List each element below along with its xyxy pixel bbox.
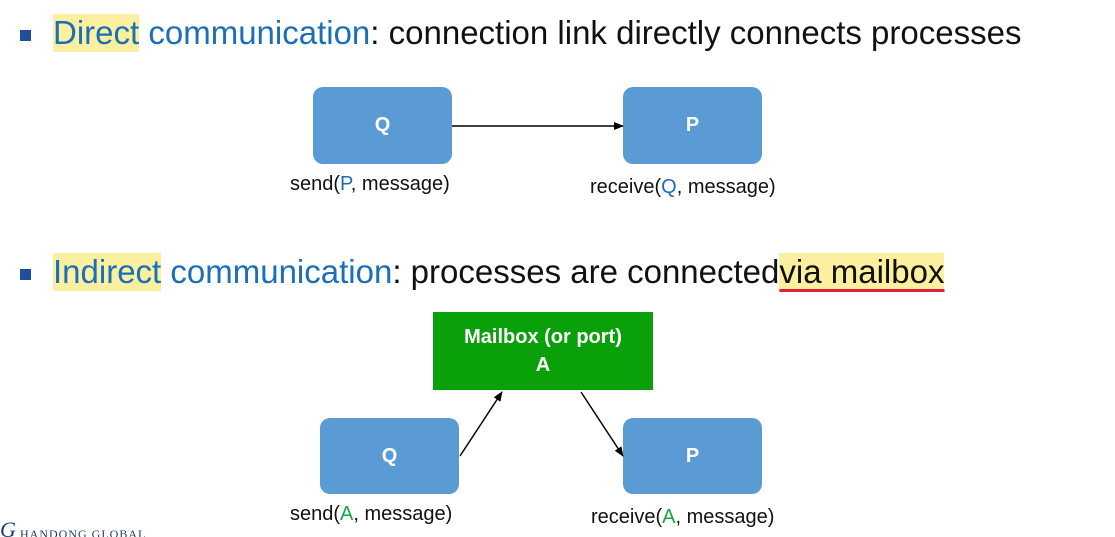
indirect-description: : processes are connected bbox=[392, 253, 780, 290]
process-label: Q bbox=[381, 444, 398, 467]
logo-mark: G bbox=[0, 517, 16, 537]
handong-global-logo: G HANDONG GLOBAL bbox=[0, 517, 150, 537]
via-mailbox-emphasis: via mailbox bbox=[779, 253, 945, 291]
call-rest: , message) bbox=[353, 503, 453, 525]
call-rest: , message) bbox=[350, 173, 450, 195]
mailbox-to-receiver-arrow bbox=[580, 391, 624, 457]
call-function: send( bbox=[290, 173, 341, 195]
mailbox-title: Mailbox (or port) bbox=[464, 326, 622, 348]
direct-description: : connection link directly connects proc… bbox=[370, 14, 1022, 51]
call-function: receive( bbox=[591, 506, 663, 528]
direct-communication-term: communication bbox=[148, 14, 371, 51]
call-rest: , message) bbox=[675, 506, 775, 528]
call-argument: Q bbox=[661, 176, 677, 198]
direct-communication-bullet: Direct communication: connection link di… bbox=[20, 14, 1021, 52]
indirect-process-p: P bbox=[623, 418, 762, 494]
call-argument: A bbox=[340, 503, 354, 525]
square-bullet-icon bbox=[20, 268, 31, 280]
direct-process-p: P bbox=[623, 87, 762, 164]
send-to-mailbox-arrow bbox=[459, 391, 503, 457]
call-argument: P bbox=[340, 173, 351, 195]
call-function: send( bbox=[290, 503, 341, 525]
indirect-communication-term: communication bbox=[170, 253, 393, 290]
indirect-communication-bullet: Indirect communication: processes are co… bbox=[20, 253, 945, 291]
mailbox-a: Mailbox (or port) A bbox=[433, 312, 653, 390]
direct-term: Direct bbox=[53, 14, 140, 52]
mailbox-id: A bbox=[535, 354, 551, 376]
call-argument: A bbox=[662, 506, 676, 528]
square-bullet-icon bbox=[20, 29, 31, 41]
call-function: receive( bbox=[590, 176, 662, 198]
direct-receive-call: receive(Q, message) bbox=[590, 176, 776, 199]
process-label: P bbox=[685, 444, 700, 467]
indirect-process-q: Q bbox=[320, 418, 459, 494]
process-label: Q bbox=[374, 114, 391, 136]
process-label: P bbox=[685, 114, 700, 136]
indirect-receive-call: receive(A, message) bbox=[591, 506, 774, 529]
direct-send-call: send(P, message) bbox=[290, 173, 450, 196]
direct-process-q: Q bbox=[313, 87, 452, 164]
call-rest: , message) bbox=[676, 176, 776, 198]
indirect-term: Indirect bbox=[53, 253, 162, 291]
logo-text: HANDONG GLOBAL bbox=[20, 527, 147, 537]
indirect-send-call: send(A, message) bbox=[290, 503, 452, 526]
